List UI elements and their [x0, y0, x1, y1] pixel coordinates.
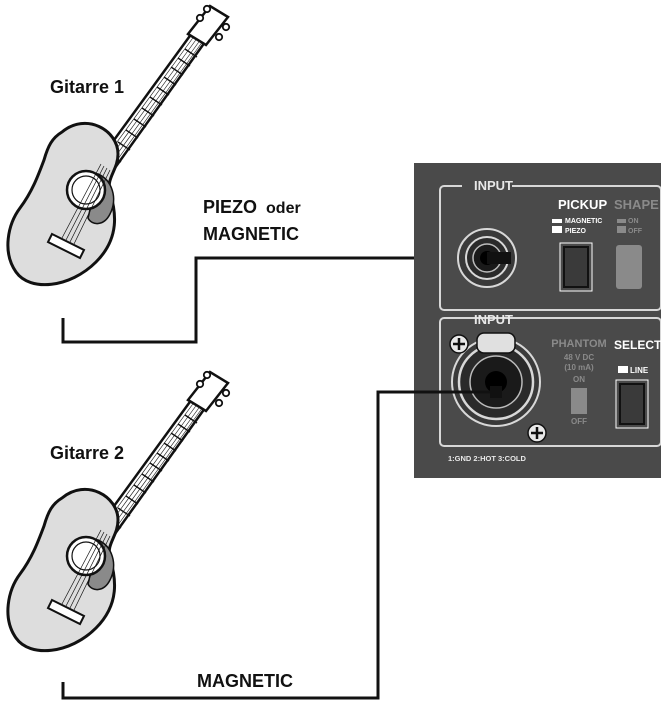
svg-text:PIEZO oder: PIEZO oder — [203, 197, 301, 217]
shape-label: SHAPE — [614, 197, 659, 212]
xlr-pinout: 1:GND 2:HOT 3:COLD — [448, 454, 527, 463]
shape-on-icon — [617, 219, 626, 223]
cable-2-label: MAGNETIC — [197, 671, 293, 691]
cable-1-label-oder: oder — [266, 200, 301, 217]
pickup-magnetic-icon — [552, 219, 562, 223]
top-input-section: INPUT PICKUP MAGNETIC PIEZO SHAPE ON OFF — [439, 178, 661, 311]
select-label: SELECT — [614, 338, 661, 352]
shape-switch[interactable] — [616, 245, 642, 289]
phantom-switch[interactable] — [571, 388, 587, 414]
phantom-voltage: 48 V DC — [564, 353, 594, 362]
screw-icon — [449, 334, 469, 354]
select-line-icon — [618, 366, 628, 373]
pickup-piezo-icon — [552, 226, 562, 233]
shape-off-icon — [617, 226, 626, 233]
select-line-label: LINE — [630, 366, 649, 375]
screw-icon — [527, 423, 547, 443]
guitar-1-label: Gitarre 1 — [50, 77, 124, 97]
pickup-piezo-label: PIEZO — [565, 228, 587, 235]
select-switch[interactable] — [619, 383, 645, 425]
pickup-label: PICKUP — [558, 197, 607, 212]
guitar-2-label: Gitarre 2 — [50, 443, 124, 463]
phantom-label: PHANTOM — [551, 338, 606, 350]
cable-1 — [61, 256, 500, 344]
bottom-input-label: INPUT — [474, 312, 513, 327]
cable-1-label-magnetic: MAGNETIC — [203, 224, 299, 244]
phantom-on-label: ON — [573, 375, 585, 384]
guitar-2-image — [6, 370, 231, 653]
cable-2 — [61, 390, 494, 700]
shape-off-label: OFF — [628, 228, 643, 235]
cable-1-label-piezo: PIEZO — [203, 197, 257, 217]
phantom-current: (10 mA) — [564, 363, 594, 372]
top-input-label: INPUT — [474, 178, 513, 193]
pickup-switch[interactable] — [563, 246, 589, 288]
pickup-magnetic-label: MAGNETIC — [565, 218, 602, 225]
phantom-off-label: OFF — [571, 417, 587, 426]
guitar-1-image — [6, 4, 231, 287]
shape-on-label: ON — [628, 218, 639, 225]
